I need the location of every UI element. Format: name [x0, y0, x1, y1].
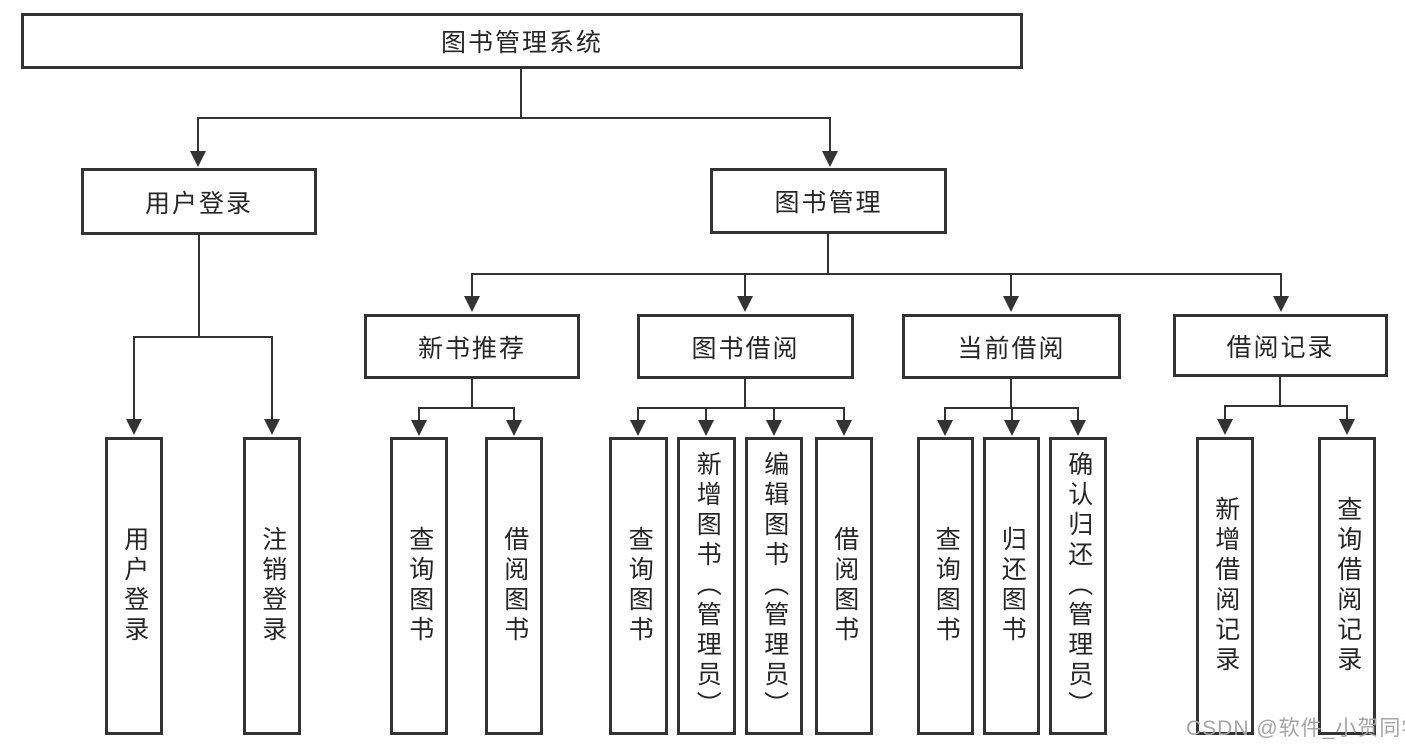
node-label: 图书管理系统 — [440, 29, 603, 57]
arrowhead-icon — [822, 151, 838, 167]
node-label: 查询图书 — [625, 526, 654, 646]
connector-line — [418, 407, 420, 421]
node-label: 查询借阅记录 — [1333, 496, 1362, 676]
connector-line — [1010, 378, 1012, 409]
arrowhead-icon — [1217, 419, 1233, 435]
connector-line — [133, 336, 273, 338]
node-label: 图书管理 — [774, 189, 883, 217]
leaf-add-books-admin: 新增图书（管理员） — [677, 437, 736, 735]
node-label: 归还图书 — [998, 526, 1027, 646]
leaf-add-borrow-record: 新增借阅记录 — [1196, 437, 1254, 735]
connector-line — [520, 69, 522, 119]
node-new-book-recommend: 新书推荐 — [364, 314, 580, 379]
arrowhead-icon — [1004, 420, 1020, 436]
arrowhead-icon — [1273, 296, 1289, 312]
node-label: 查询图书 — [932, 526, 961, 646]
node-book-management: 图书管理 — [710, 168, 947, 234]
arrowhead-icon — [698, 420, 714, 436]
arrowhead-icon — [190, 151, 206, 167]
node-label: 新增图书（管理员） — [693, 451, 722, 721]
arrowhead-icon — [737, 296, 753, 312]
connector-line — [637, 407, 845, 409]
connector-line — [744, 273, 746, 297]
arrowhead-icon — [766, 420, 782, 436]
connector-line — [471, 273, 473, 297]
leaf-logout: 注销登录 — [243, 437, 301, 735]
node-library-management-system: 图书管理系统 — [21, 13, 1023, 69]
node-label: 用户登录 — [120, 526, 149, 646]
leaf-query-books-borrowing: 查询图书 — [609, 437, 668, 735]
connector-line — [829, 117, 831, 153]
node-label: 借阅记录 — [1226, 333, 1335, 362]
connector-line — [1224, 405, 1226, 421]
arrowhead-icon — [1339, 419, 1355, 435]
leaf-borrow-books: 借阅图书 — [815, 437, 873, 735]
csdn-watermark: CSDN @软件_小贺同学 — [1186, 717, 1405, 740]
arrowhead-icon — [264, 419, 280, 435]
connector-line — [198, 234, 200, 337]
connector-line — [705, 407, 707, 421]
connector-line — [513, 407, 515, 421]
node-label: 当前借阅 — [957, 334, 1066, 363]
connector-line — [637, 407, 639, 421]
leaf-borrow-books-recommend: 借阅图书 — [485, 437, 543, 735]
connector-line — [197, 117, 199, 153]
node-label: 借阅图书 — [500, 526, 529, 646]
arrowhead-icon — [411, 420, 427, 436]
connector-line — [744, 378, 746, 409]
leaf-query-books-recommend: 查询图书 — [390, 437, 448, 735]
connector-line — [1280, 273, 1282, 297]
connector-line — [944, 407, 946, 421]
arrowhead-icon — [937, 420, 953, 436]
node-label: 新书推荐 — [417, 334, 526, 363]
node-label: 确认归还（管理员） — [1064, 451, 1093, 721]
connector-line — [471, 273, 1282, 275]
leaf-confirm-return-admin: 确认归还（管理员） — [1049, 437, 1107, 735]
node-label: 注销登录 — [258, 526, 287, 646]
connector-line — [1224, 405, 1348, 407]
arrowhead-icon — [630, 420, 646, 436]
arrowhead-icon — [1003, 296, 1019, 312]
node-label: 查询图书 — [405, 526, 434, 646]
connector-line — [471, 378, 473, 409]
connector-line — [271, 336, 273, 420]
connector-line — [197, 117, 831, 119]
connector-line — [1279, 376, 1281, 407]
connector-line — [1346, 405, 1348, 421]
connector-line — [133, 336, 135, 420]
connector-line — [827, 233, 829, 275]
arrowhead-icon — [1070, 420, 1086, 436]
node-user-login: 用户登录 — [81, 168, 317, 235]
arrowhead-icon — [464, 296, 480, 312]
connector-line — [843, 407, 845, 421]
arrowhead-icon — [836, 420, 852, 436]
connector-line — [773, 407, 775, 421]
arrowhead-icon — [506, 420, 522, 436]
node-label: 新增借阅记录 — [1211, 496, 1240, 676]
node-label: 用户登录 — [144, 189, 253, 218]
connector-line — [1077, 407, 1079, 421]
node-borrowing-records: 借阅记录 — [1173, 314, 1388, 377]
arrowhead-icon — [126, 419, 142, 435]
node-current-borrowing: 当前借阅 — [902, 314, 1121, 379]
connector-line — [1011, 407, 1013, 421]
leaf-query-borrow-record: 查询借阅记录 — [1318, 437, 1376, 735]
leaf-return-books: 归还图书 — [983, 437, 1040, 735]
node-label: 图书借阅 — [691, 334, 800, 363]
connector-line — [418, 407, 515, 409]
node-label: 借阅图书 — [830, 526, 859, 646]
connector-line — [1010, 273, 1012, 297]
node-book-borrowing: 图书借阅 — [637, 314, 854, 379]
node-label: 编辑图书（管理员） — [760, 451, 789, 721]
leaf-user-login: 用户登录 — [105, 437, 163, 735]
leaf-query-books-current: 查询图书 — [917, 437, 974, 735]
leaf-edit-books-admin: 编辑图书（管理员） — [745, 437, 803, 735]
